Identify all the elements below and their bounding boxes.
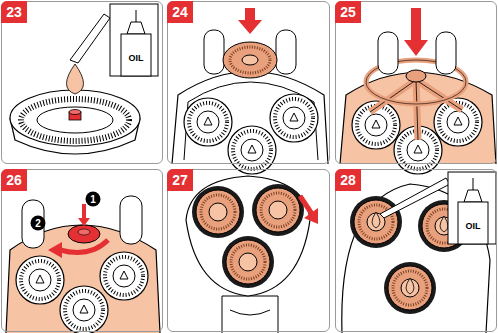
panel-28-art bbox=[342, 172, 496, 333]
step-panel: 24 bbox=[167, 1, 330, 164]
step-number: 23 bbox=[1, 1, 27, 23]
step-panel: 26 bbox=[1, 169, 163, 332]
step-number: 28 bbox=[335, 169, 361, 191]
step-panel: 28 bbox=[335, 169, 497, 332]
callout-number: 1 bbox=[90, 194, 96, 205]
step-number: 25 bbox=[335, 1, 361, 23]
step-panel: 25 bbox=[335, 1, 497, 164]
step-panel: 23 bbox=[1, 1, 163, 164]
bottle-label: OIL bbox=[129, 53, 144, 63]
panel-27-art bbox=[186, 176, 318, 333]
step-panel: 27 bbox=[167, 169, 330, 332]
step-number: 24 bbox=[167, 1, 193, 23]
panel-24-art bbox=[172, 8, 328, 174]
panel-23-art bbox=[10, 4, 158, 154]
step-number: 26 bbox=[1, 169, 27, 191]
bottle-label: OIL bbox=[466, 221, 481, 231]
panel-25-art bbox=[340, 8, 496, 174]
panel-26-art bbox=[6, 192, 160, 333]
step-number: 27 bbox=[167, 169, 193, 191]
callout-number: 2 bbox=[35, 218, 41, 229]
